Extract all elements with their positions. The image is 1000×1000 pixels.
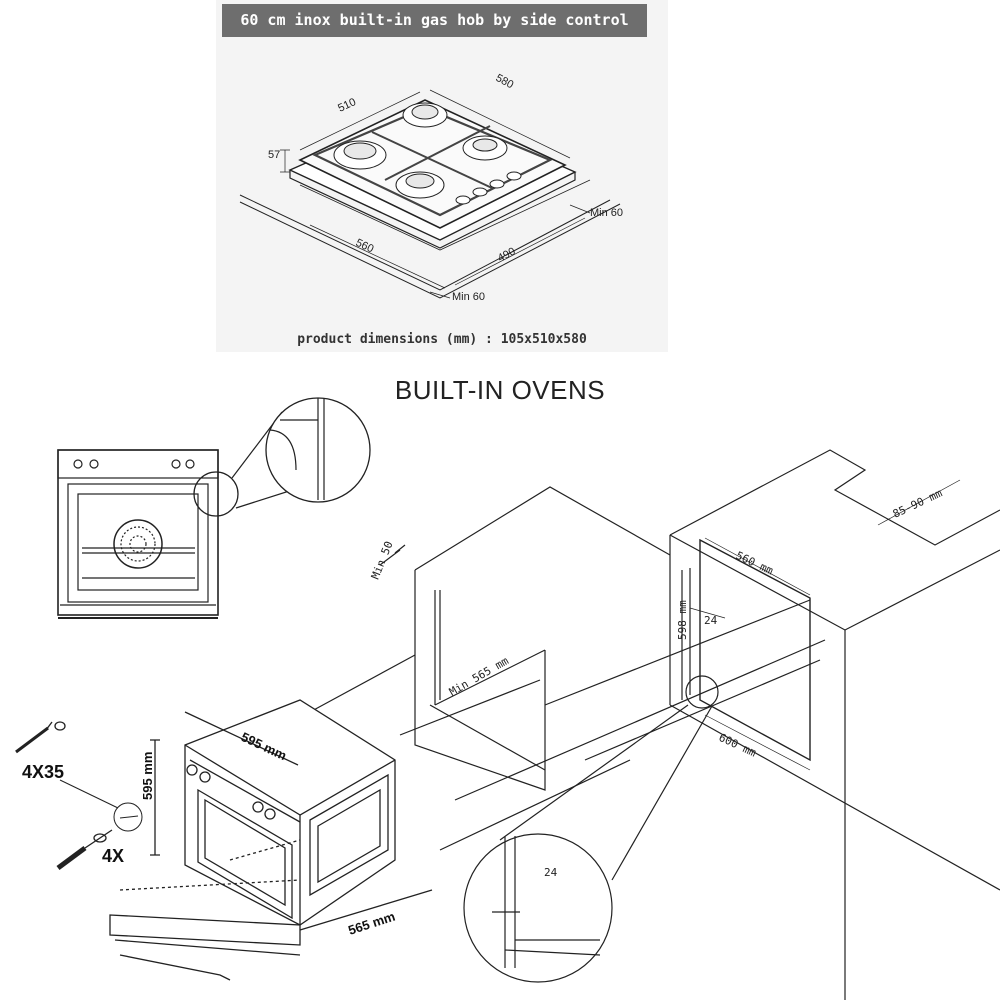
kitchen-cabinet [309,449,1000,1000]
screw-spec-label: 4X35 [22,762,64,782]
hob-width-label: 510 [336,96,358,115]
hob-cutout-depth-label: 490 [496,245,518,264]
burner-front [395,171,445,199]
detail-gap-label: 24 [544,866,558,879]
screw-detail-callout [59,779,143,832]
hob-caption: product dimensions (mm) : 105x510x580 [297,332,587,347]
hob-height-label: 57 [268,149,280,161]
oven-front-inset [57,397,371,619]
burner-right [462,135,508,161]
hob-cutout-width-label: 560 [354,237,376,256]
hob-min-front-label: Min 60 [452,291,485,303]
hob-depth-label: 580 [494,72,516,91]
rear-gap-label: 85-90 mm [891,486,945,520]
hob-title-banner: 60 cm inox built-in gas hob by side cont… [222,4,647,37]
min-top-label: Min 50 [369,539,396,581]
min-depth-label: Min 565 mm [447,654,511,699]
oven-body [109,699,433,981]
screw-icon [15,721,66,754]
side-gap-label: 24 [704,614,718,627]
hob-min-side-label: Min 60 [590,207,623,219]
cabinet-depth-label: 600 mm [717,731,759,760]
hob-knobs [455,171,522,205]
screw-count-label: 4X [102,846,124,866]
burner-left [333,140,387,170]
gas-hob-drawing [239,89,621,299]
oven-height-label: 595 mm [140,752,155,800]
burner-back [402,102,448,128]
cabinet-height-label: 598 mm [676,600,689,640]
ovens-section-title: BUILT-IN OVENS [394,375,606,405]
screwdriver-icon [56,829,113,871]
